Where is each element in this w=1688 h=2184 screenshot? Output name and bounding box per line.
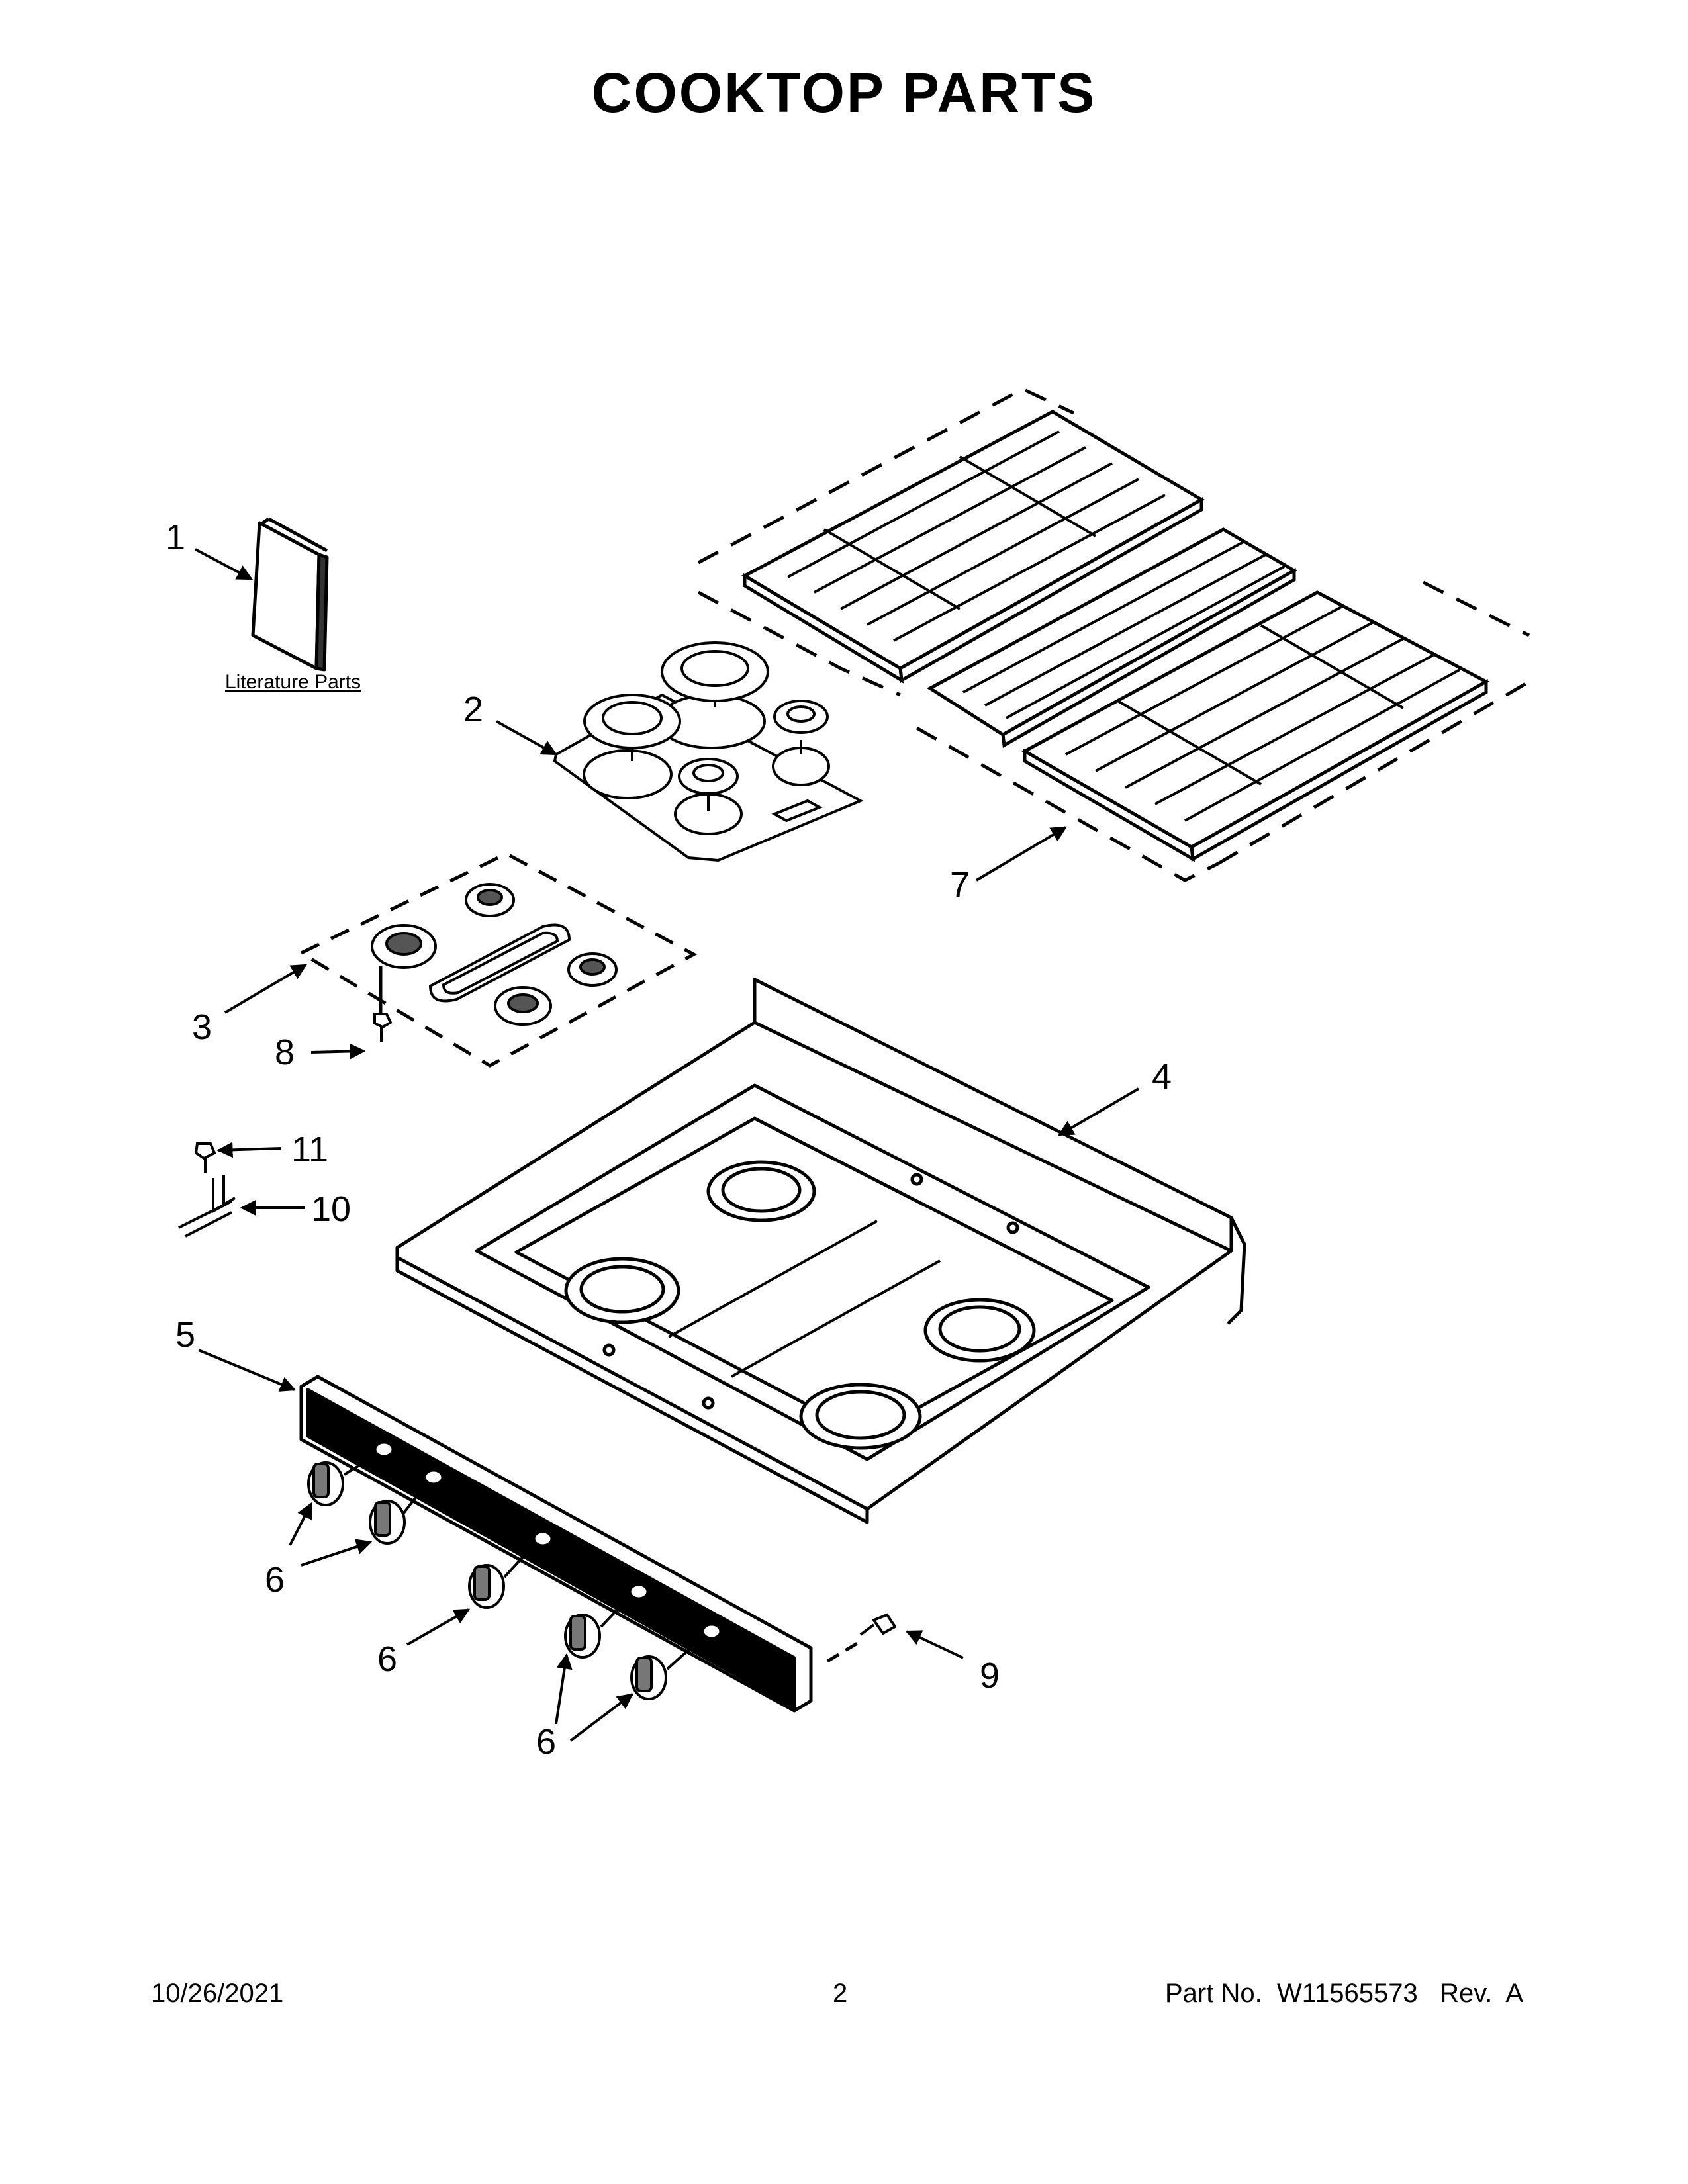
callout-8: 8 bbox=[275, 1032, 295, 1072]
cooktop-main-top bbox=[395, 978, 1246, 1524]
callout-1: 1 bbox=[165, 518, 185, 557]
callout-9: 9 bbox=[980, 1656, 1000, 1696]
callout-5: 5 bbox=[175, 1315, 195, 1355]
screw-9 bbox=[859, 1613, 897, 1636]
knob-3 bbox=[468, 1564, 505, 1609]
bracket-10 bbox=[178, 1175, 236, 1238]
cooktop-gasket-sheet bbox=[553, 641, 864, 862]
screw-8 bbox=[373, 1013, 393, 1042]
literature-parts-label: Literature Parts bbox=[225, 671, 361, 693]
cooktop-grates bbox=[697, 387, 1530, 882]
callout-6c: 6 bbox=[536, 1722, 556, 1762]
callout-7: 7 bbox=[950, 865, 970, 905]
part-prefix: Part No. bbox=[1165, 1979, 1262, 2008]
knob-2 bbox=[369, 1500, 406, 1545]
control-knobs bbox=[307, 1455, 703, 1700]
callout-10: 10 bbox=[311, 1189, 351, 1229]
knob-4 bbox=[564, 1614, 601, 1659]
footer-part-number: Part No. W11565573 Rev. A bbox=[1165, 1979, 1523, 2009]
page-title: COOKTOP PARTS bbox=[591, 62, 1097, 124]
control-panel-trim bbox=[299, 1375, 813, 1713]
callout-11: 11 bbox=[291, 1130, 328, 1169]
knob-1 bbox=[307, 1461, 344, 1506]
revision: Rev. A bbox=[1440, 1979, 1524, 2008]
callout-2: 2 bbox=[463, 690, 483, 729]
burner-base-group bbox=[297, 852, 698, 1068]
callout-6b: 6 bbox=[377, 1639, 397, 1679]
literature-booklet bbox=[251, 517, 329, 672]
footer-page-number: 2 bbox=[833, 1979, 848, 2008]
part-number: W11565573 bbox=[1276, 1979, 1418, 2008]
footer-date: 10/26/2021 bbox=[151, 1979, 284, 2008]
knob-5 bbox=[630, 1655, 667, 1700]
callout-6a: 6 bbox=[265, 1560, 285, 1600]
screw-11 bbox=[194, 1142, 216, 1173]
callout-4: 4 bbox=[1152, 1057, 1172, 1097]
callout-3: 3 bbox=[192, 1007, 212, 1047]
